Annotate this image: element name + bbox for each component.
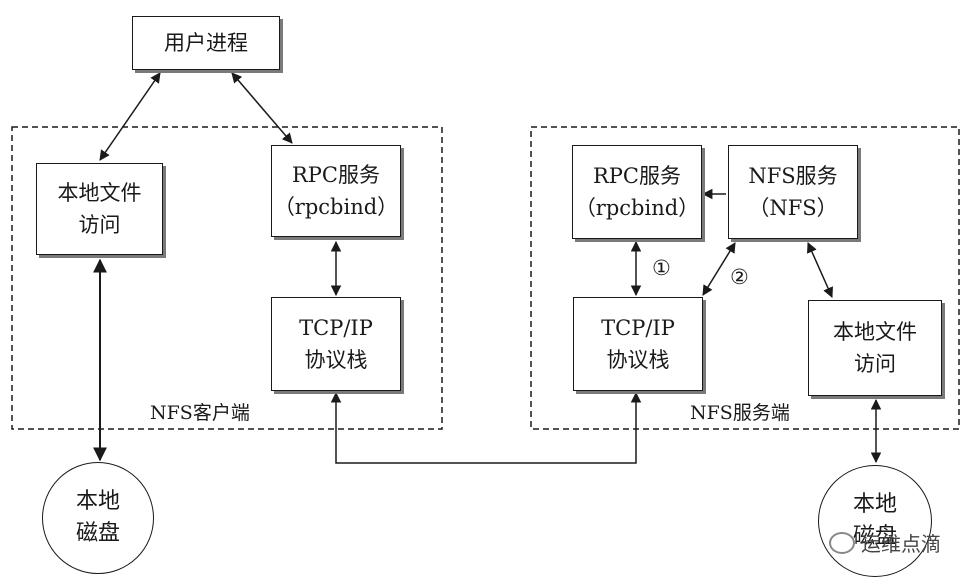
client-local-file-access-box: 本地文件 访问 — [36, 163, 163, 255]
local-disk-left-line2: 磁盘 — [75, 521, 120, 546]
server-rpc-service-line2: （rpcbind） — [574, 196, 700, 220]
server-rpc-service-box: RPC服务 （rpcbind） — [572, 145, 702, 239]
client-rpc-service-line1: RPC服务 — [291, 163, 380, 187]
client-tcpip-line1: TCP/IP — [299, 316, 373, 340]
user-process-label: 用户进程 — [164, 31, 248, 55]
local-disk-left: 本地 磁盘 — [42, 462, 154, 574]
nfs-client-group — [11, 126, 443, 430]
server-local-file-access-line2: 访问 — [854, 352, 896, 376]
client-local-file-access-line2: 访问 — [78, 213, 121, 237]
server-local-file-access-line1: 本地文件 — [833, 320, 917, 344]
server-group-label: NFS服务端 — [690, 402, 790, 424]
local-disk-left-line1: 本地 — [75, 489, 120, 514]
client-local-file-access-line1: 本地文件 — [57, 181, 142, 205]
user-process-box: 用户进程 — [132, 16, 280, 70]
arrow-nfs-tcpip — [702, 242, 736, 296]
server-nfs-service-line1: NFS服务 — [748, 164, 838, 188]
server-nfs-service-box: NFS服务 （NFS） — [728, 145, 858, 239]
server-tcpip-line1: TCP/IP — [601, 316, 675, 340]
client-rpc-service-box: RPC服务 （rpcbind） — [271, 145, 401, 237]
server-tcpip-box: TCP/IP 协议栈 — [573, 297, 703, 391]
client-tcpip-line2: 协议栈 — [304, 348, 368, 372]
local-disk-right: 本地 磁盘 — [818, 465, 932, 577]
arrow-user-to-local-access — [99, 72, 161, 161]
server-nfs-service-line2: （NFS） — [748, 196, 838, 220]
server-tcpip-line2: 协议栈 — [606, 348, 670, 372]
step-1-marker: ① — [652, 256, 671, 280]
nfs-server-group — [530, 126, 960, 430]
wechat-icon — [829, 531, 855, 554]
arrow-nfs-local-access — [807, 242, 833, 298]
watermark: 运维点滴 — [829, 528, 941, 557]
local-disk-right-line2: 磁盘 — [852, 524, 897, 549]
server-local-file-access-box: 本地文件 访问 — [808, 300, 942, 396]
step-2-marker: ② — [730, 265, 749, 289]
client-rpc-service-line2: （rpcbind） — [273, 195, 399, 219]
network-link — [330, 391, 642, 464]
watermark-text: 运维点滴 — [861, 532, 941, 556]
local-disk-right-line1: 本地 — [852, 492, 897, 517]
client-group-label: NFS客户端 — [150, 402, 250, 424]
server-rpc-service-line1: RPC服务 — [592, 164, 681, 188]
arrow-user-to-rpc — [231, 72, 293, 144]
client-tcpip-box: TCP/IP 协议栈 — [271, 297, 401, 391]
